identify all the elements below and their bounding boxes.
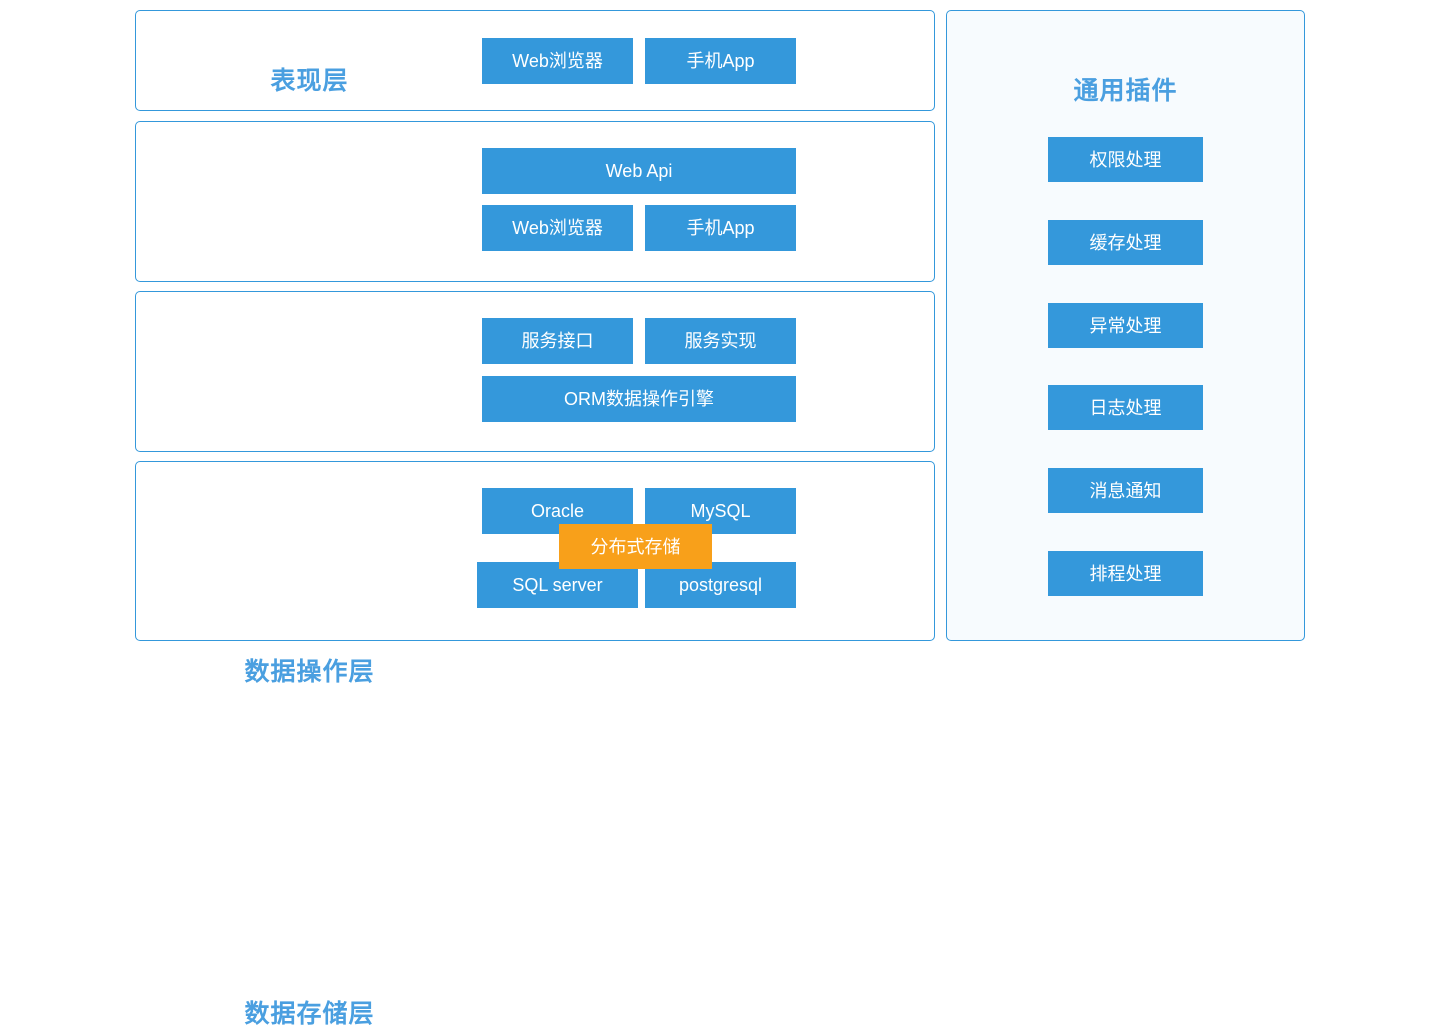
architecture-diagram-canvas: 表现层 服务层 数据操作层 数据存储层 Web浏览器 手机App Web Api…	[135, 10, 1305, 1028]
block-sql-server[interactable]: SQL server	[477, 562, 638, 608]
layer-title-presentation: 表现层	[270, 67, 349, 95]
block-postgresql[interactable]: postgresql	[645, 562, 796, 608]
plugin-log-handling[interactable]: 日志处理	[1048, 385, 1203, 430]
plugin-message-notification[interactable]: 消息通知	[1048, 468, 1203, 513]
layer-panel-service: 服务层	[135, 121, 935, 346]
layer-panel-data-operation: 数据操作层	[135, 291, 935, 686]
block-web-browser-service[interactable]: Web浏览器	[482, 205, 633, 251]
block-web-browser-presentation[interactable]: Web浏览器	[482, 38, 633, 84]
block-mobile-app-presentation[interactable]: 手机App	[645, 38, 796, 84]
layer-title-data-operation: 数据操作层	[244, 658, 375, 686]
plugin-exception-handling[interactable]: 异常处理	[1048, 303, 1203, 348]
plugins-panel-title: 通用插件	[1073, 77, 1178, 105]
plugin-schedule-handling[interactable]: 排程处理	[1048, 551, 1203, 596]
plugins-panel: 通用插件 权限处理 缓存处理 异常处理 日志处理 消息通知 排程处理	[946, 10, 1305, 641]
plugin-cache-handling[interactable]: 缓存处理	[1048, 220, 1203, 265]
block-web-api[interactable]: Web Api	[482, 148, 796, 194]
block-service-interface[interactable]: 服务接口	[482, 318, 633, 364]
block-service-implementation[interactable]: 服务实现	[645, 318, 796, 364]
block-distributed-storage[interactable]: 分布式存储	[559, 524, 712, 569]
layer-title-data-storage: 数据存储层	[244, 1000, 375, 1028]
block-orm-engine[interactable]: ORM数据操作引擎	[482, 376, 796, 422]
block-mobile-app-service[interactable]: 手机App	[645, 205, 796, 251]
plugin-permission-handling[interactable]: 权限处理	[1048, 137, 1203, 182]
